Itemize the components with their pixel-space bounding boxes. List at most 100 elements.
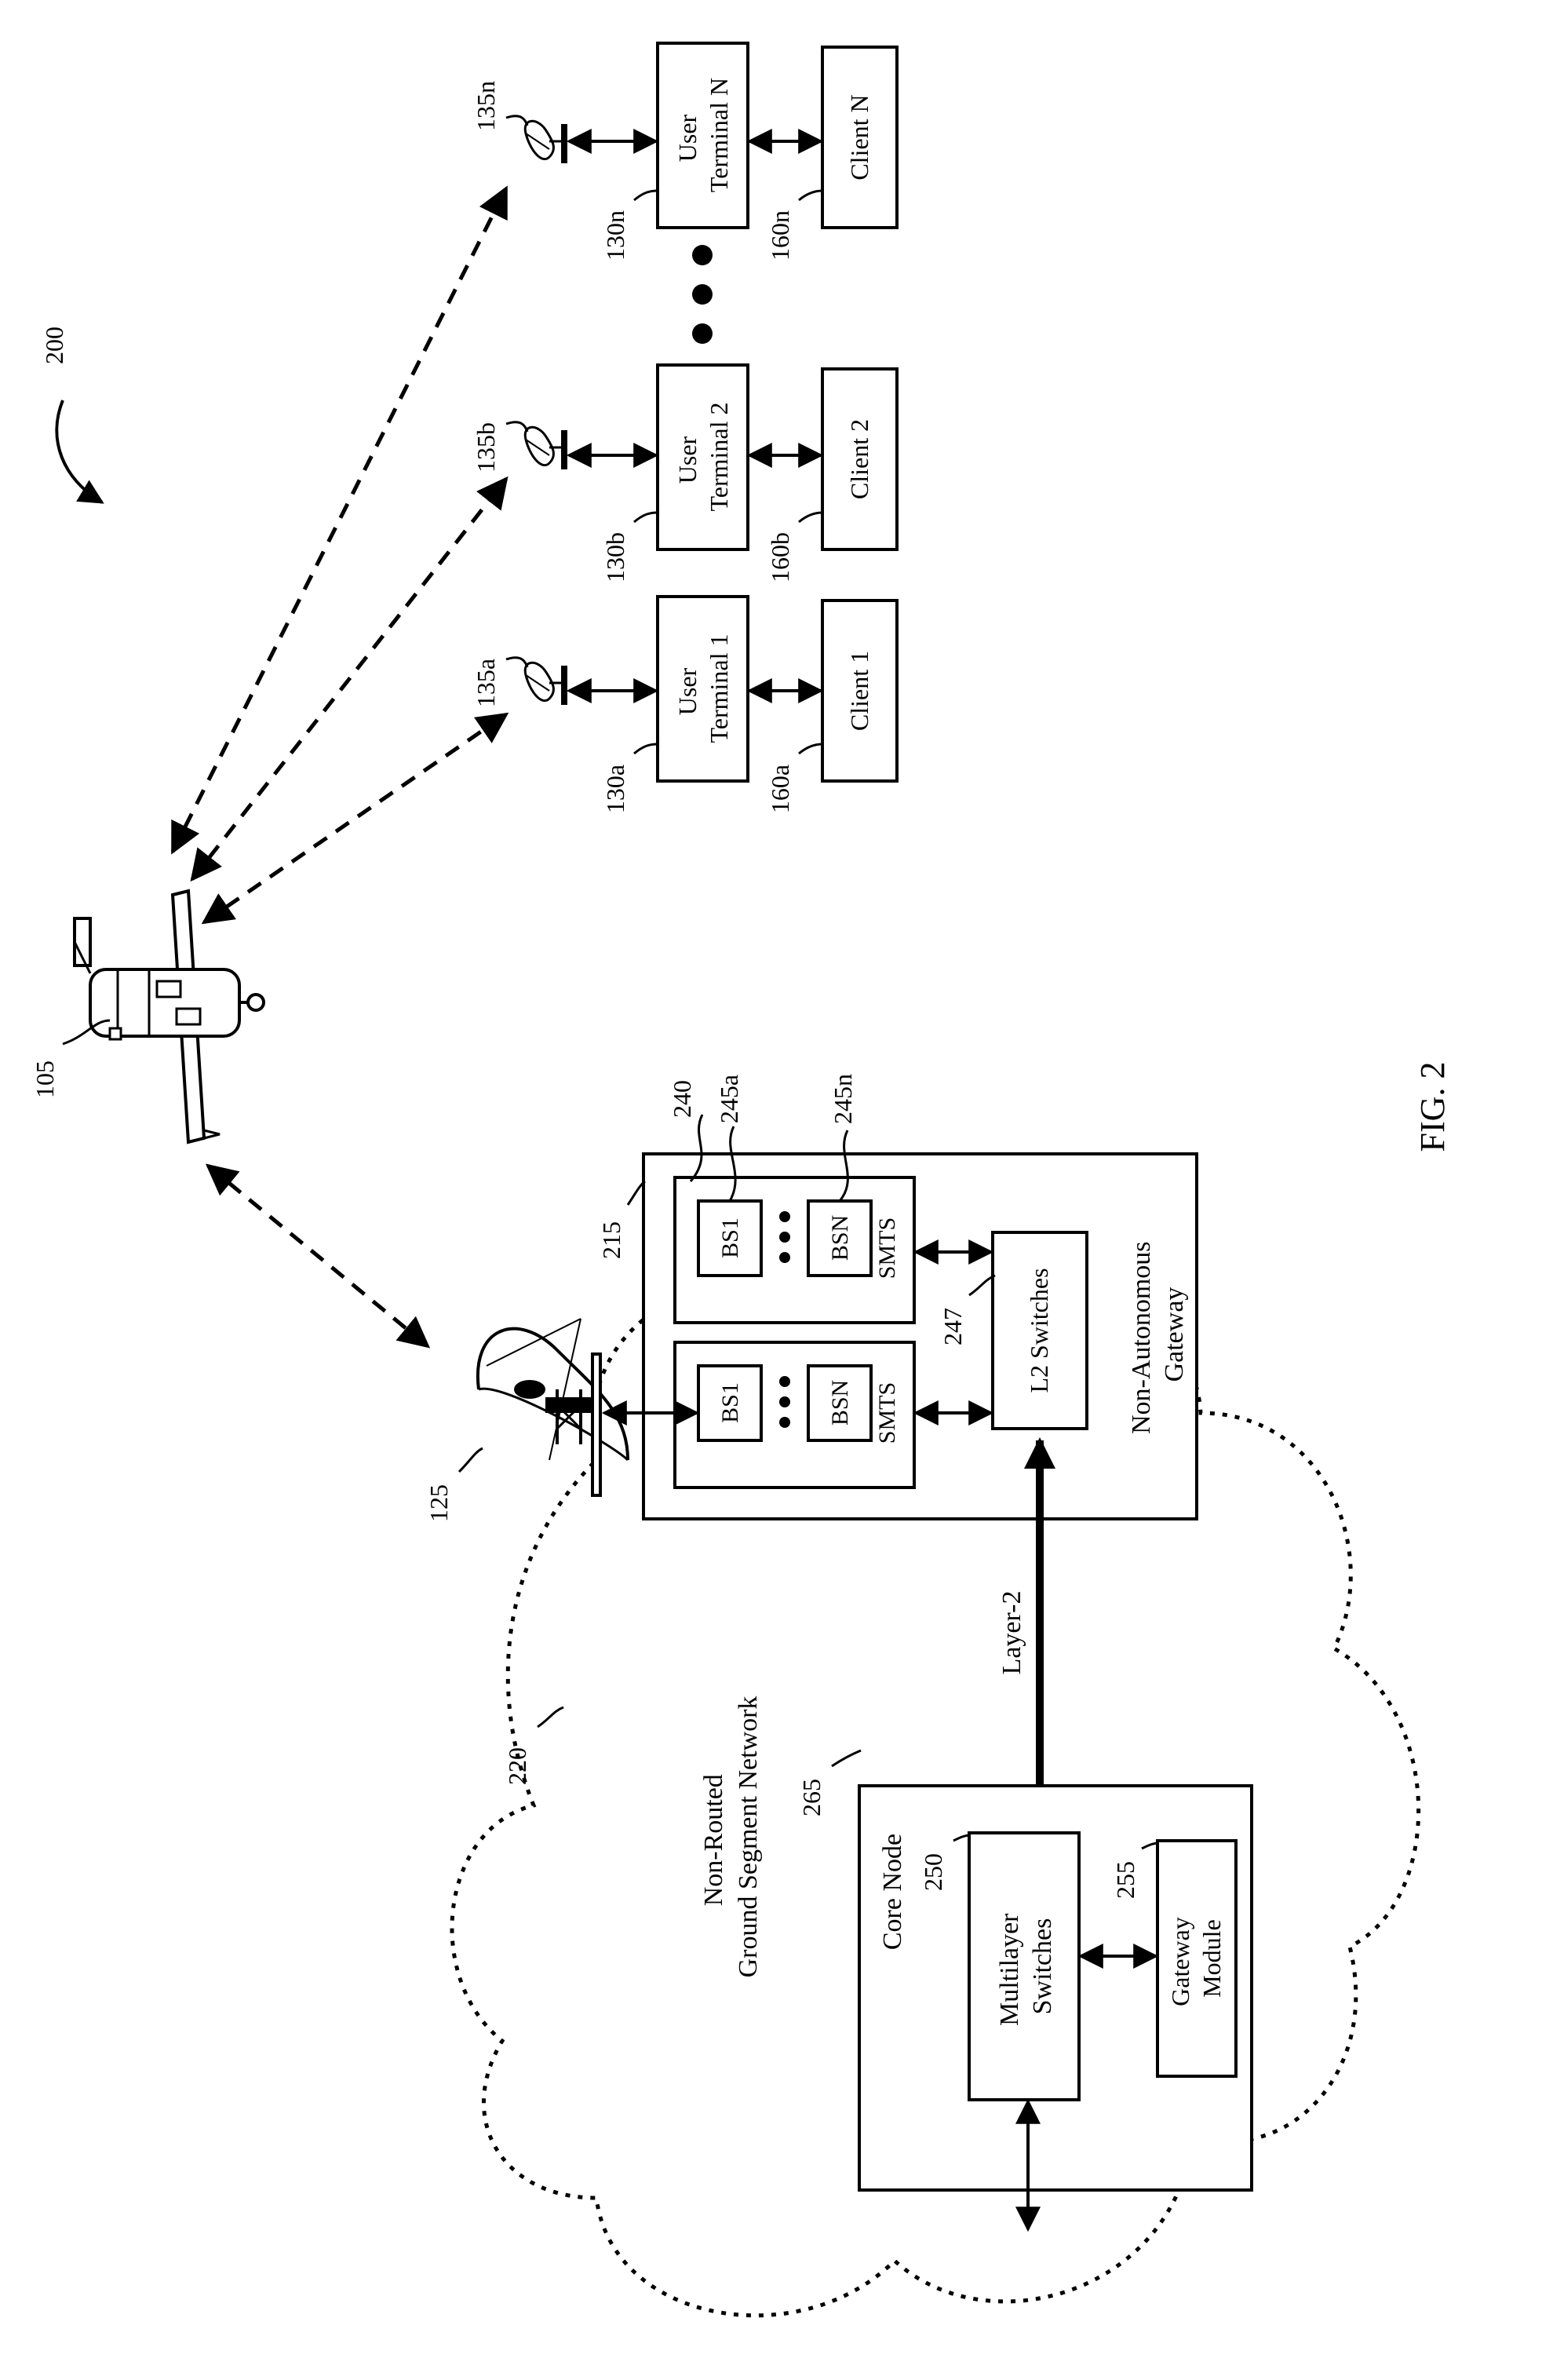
svg-text:Non-Routed Ground Segment: Non-Routed Ground Segment Network xyxy=(699,1696,763,1978)
leader-160n xyxy=(798,189,823,202)
satellite-to-gateway-link xyxy=(205,1163,431,1349)
svg-text:Non-Autonomous Gateway: Non-Autonomous Gateway xyxy=(1127,1235,1189,1434)
leader-135n xyxy=(505,115,529,126)
user-terminal-2-antenna-icon xyxy=(523,425,567,469)
satellite-to-terminal-n-link xyxy=(170,185,509,855)
ref-135a: 135a xyxy=(472,659,500,707)
leader-130n xyxy=(633,189,658,202)
ref-245n: 245n xyxy=(829,1074,857,1124)
bsn-left-label: BSN xyxy=(827,1380,853,1425)
ellipsis-dot xyxy=(692,323,713,344)
user-terminal-1-line2: Terminal 1 xyxy=(705,633,733,743)
ellipsis-dot xyxy=(779,1376,790,1387)
client-n-label: Client N xyxy=(845,94,873,180)
ellipsis-dot xyxy=(779,1232,790,1243)
smts-right-label: SMTS xyxy=(874,1217,900,1279)
leader-240 xyxy=(689,1114,704,1182)
ref-125: 125 xyxy=(425,1484,453,1522)
ref-160n: 160n xyxy=(766,210,794,261)
core-node-label: Core Node xyxy=(878,1834,907,1950)
network-label-line1: Non-Routed xyxy=(699,1774,728,1906)
svg-text:Multilayer Switches: Multilayer Switches xyxy=(995,1907,1057,2026)
smts-left-label: SMTS xyxy=(874,1382,900,1444)
client-1-box xyxy=(821,599,899,783)
ref-130a: 130a xyxy=(601,765,629,813)
leader-135b xyxy=(505,421,529,433)
client-2-label: Client 2 xyxy=(845,419,873,499)
leader-250 xyxy=(953,1834,971,1842)
ref-135b: 135b xyxy=(472,422,500,473)
ref-250: 250 xyxy=(919,1853,947,1891)
satellite-icon xyxy=(73,889,265,1144)
ref-220: 220 xyxy=(503,1747,531,1785)
user-terminal-n-antenna-icon xyxy=(523,119,567,163)
ref-130n: 130n xyxy=(601,210,629,261)
ref-265: 265 xyxy=(797,1779,826,1816)
leader-247 xyxy=(968,1274,996,1297)
leader-125 xyxy=(457,1447,483,1473)
user-terminal-2-line1: User xyxy=(673,436,702,484)
ref-247: 247 xyxy=(939,1308,967,1345)
satellite-to-terminal-1-link xyxy=(201,712,509,925)
leader-130a xyxy=(633,743,658,755)
bs1-right-label: BS1 xyxy=(717,1217,743,1258)
user-terminal-n-box xyxy=(656,42,749,229)
svg-text:Gateway Module: Gateway Module xyxy=(1166,1911,1226,2006)
user-terminal-2-line2: Terminal 2 xyxy=(705,402,733,511)
gateway-module-label-line2: Module xyxy=(1198,1919,1226,1998)
gateway-label-line2: Gateway xyxy=(1160,1287,1189,1382)
satellite-to-terminal-2-link xyxy=(190,476,509,882)
client-n-box xyxy=(821,46,899,229)
user-terminal-1-box xyxy=(656,595,749,783)
ref-130b: 130b xyxy=(601,532,629,582)
client-1-label: Client 1 xyxy=(845,651,873,731)
bs1-left-label: BS1 xyxy=(717,1382,743,1423)
bsn-right-box xyxy=(807,1199,873,1277)
layer2-label: Layer-2 xyxy=(997,1591,1026,1675)
ellipsis-dot xyxy=(779,1417,790,1428)
svg-text:User Terminal 2: User Terminal 2 xyxy=(673,402,733,511)
ref-240: 240 xyxy=(668,1080,696,1118)
leader-215 xyxy=(626,1180,646,1206)
ref-160a: 160a xyxy=(766,765,794,813)
client-2-box xyxy=(821,367,899,551)
multilayer-label-line1: Multilayer xyxy=(995,1913,1024,2026)
ellipsis-dot xyxy=(779,1211,790,1222)
gateway-module-box xyxy=(1156,1839,1238,2078)
user-terminal-n-line2: Terminal N xyxy=(705,78,733,192)
leader-135a xyxy=(505,656,529,668)
ref-135n: 135n xyxy=(472,81,500,131)
leader-105 xyxy=(62,1019,111,1046)
gateway-module-label-line1: Gateway xyxy=(1166,1917,1194,2006)
svg-text:User Terminal 1: User Terminal 1 xyxy=(673,633,733,743)
user-terminal-n-line1: User xyxy=(673,114,702,162)
leader-130b xyxy=(633,511,658,524)
ref-200: 200 xyxy=(40,327,68,364)
ellipsis-dot xyxy=(779,1396,790,1407)
leader-160a xyxy=(798,743,823,755)
ellipsis-dot xyxy=(692,284,713,305)
bs1-left-box xyxy=(697,1364,763,1442)
svg-text:User Terminal N: User Terminal N xyxy=(673,78,733,192)
multilayer-label-line2: Switches xyxy=(1028,1918,1057,2015)
leader-265 xyxy=(831,1749,862,1768)
ref-245a: 245a xyxy=(715,1075,743,1123)
ellipsis-dot xyxy=(692,245,713,265)
bsn-right-label: BSN xyxy=(827,1215,853,1261)
ref-200-arrow xyxy=(55,400,104,504)
user-terminal-1-line1: User xyxy=(673,667,702,715)
ref-105: 105 xyxy=(31,1060,59,1098)
leader-220 xyxy=(537,1706,564,1728)
ground-segment-network-cloud xyxy=(450,1276,1420,2318)
user-terminal-1-antenna-icon xyxy=(523,661,567,705)
leader-245a xyxy=(728,1126,737,1202)
ref-160b: 160b xyxy=(766,532,794,582)
leader-245n xyxy=(838,1130,849,1202)
ref-215: 215 xyxy=(597,1221,625,1259)
network-label-line2: Ground Segment Network xyxy=(734,1696,763,1978)
gateway-label-line1: Non-Autonomous xyxy=(1127,1241,1156,1434)
multilayer-switches-box xyxy=(968,1831,1081,2101)
leader-160b xyxy=(798,511,823,524)
leader-255 xyxy=(1141,1842,1160,1850)
ellipsis-dot xyxy=(779,1252,790,1263)
